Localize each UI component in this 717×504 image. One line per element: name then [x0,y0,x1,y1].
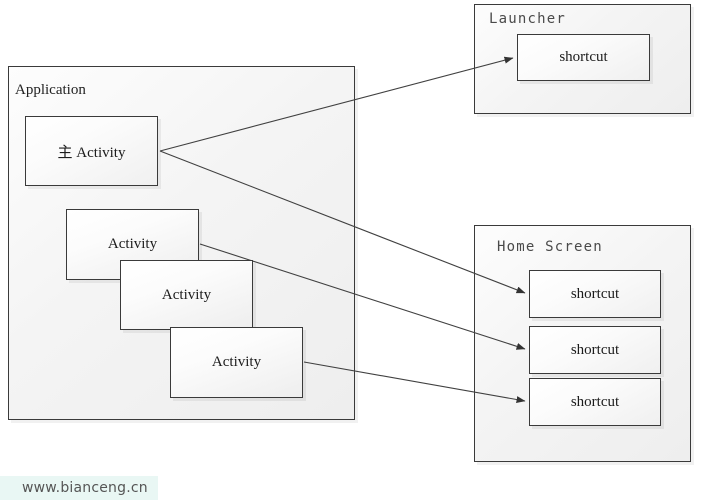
home-shortcut-1[interactable]: shortcut [529,270,661,318]
application-title: Application [15,82,86,98]
launcher-shortcut-label-1: shortcut [559,49,608,65]
home-screen-title: Home Screen [497,239,603,255]
launcher-shortcut-1[interactable]: shortcut [517,34,650,81]
main-activity-box[interactable]: 主 Activity [25,116,158,186]
home-shortcut-3[interactable]: shortcut [529,378,661,426]
home-shortcut-label-3: shortcut [570,393,620,410]
activity-box-3[interactable]: Activity [170,327,303,398]
activity-label-1: Activity [107,236,158,252]
activity-label-3: Activity [211,354,262,370]
activity-label-2: Activity [161,286,212,303]
home-shortcut-label-1: shortcut [570,285,620,302]
launcher-title: Launcher [489,11,567,27]
main-activity-label: 主 Activity [57,144,126,161]
home-shortcut-label-2: shortcut [570,341,620,358]
home-shortcut-2[interactable]: shortcut [529,326,661,374]
activity-box-2[interactable]: Activity [120,260,253,330]
watermark: www.bianceng.cn [0,476,158,500]
watermark-text: www.bianceng.cn [22,480,148,496]
